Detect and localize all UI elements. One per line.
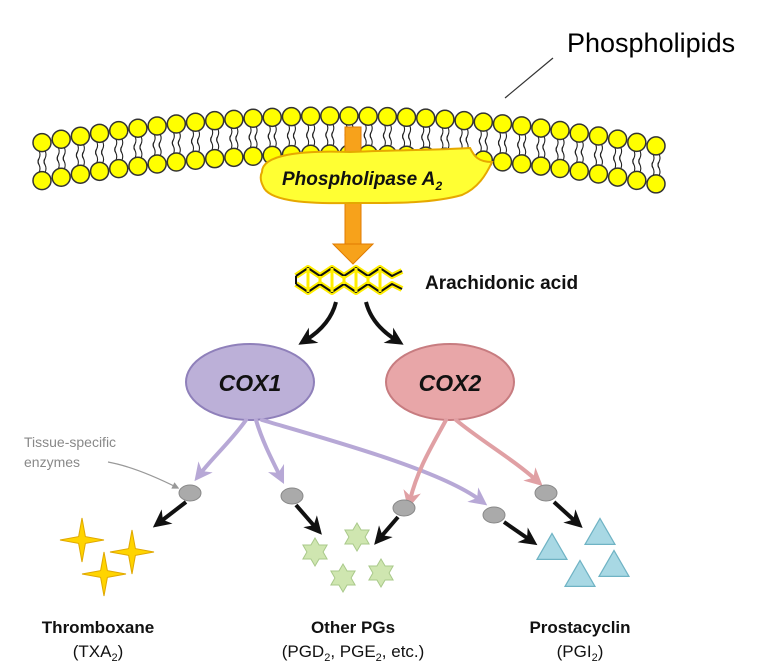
cox1-label: COX1: [219, 370, 282, 396]
lipid-head: [492, 152, 513, 172]
phospholipids-pointer: [504, 57, 554, 99]
lipid-head: [204, 148, 225, 169]
thromboxane-molecules: [59, 517, 155, 597]
cox2-arrows: [403, 418, 543, 509]
lipid-head: [281, 106, 302, 127]
other-pg-star: [330, 563, 356, 593]
lipid-head: [224, 109, 244, 130]
tissue-enzyme-dots: [178, 484, 558, 524]
lipid-head: [128, 156, 148, 176]
lipid-head: [185, 150, 206, 170]
prostacyclin-triangle: [597, 549, 631, 577]
arrow-to-cox1: [298, 301, 338, 345]
other-pg-star: [344, 522, 370, 552]
lipid-head: [627, 170, 647, 191]
other-pg-star: [368, 558, 394, 588]
other-pg-star: [302, 537, 328, 567]
other-pgs-abbr: (PGD2, PGE2, etc.): [282, 642, 425, 664]
lipid-head: [243, 108, 263, 128]
lipid-head: [32, 132, 52, 153]
product-arrows: [152, 500, 583, 546]
lipid-head: [32, 170, 52, 191]
enzyme-dot: [534, 484, 558, 502]
lipid-head: [89, 161, 110, 182]
lipid-head: [550, 120, 570, 141]
lipid-head: [569, 161, 589, 181]
lipid-head: [70, 126, 91, 146]
prostacyclin-molecules: [535, 517, 631, 587]
lipid-head: [473, 112, 494, 132]
arachidonic-acid-molecule: [294, 265, 404, 295]
lipid-head: [607, 167, 628, 187]
lipid-head: [588, 164, 609, 184]
lipid-head: [89, 123, 110, 144]
arrow-to-cox2: [364, 301, 404, 345]
cox1-arrows: [194, 418, 488, 506]
lipid-head: [204, 110, 225, 131]
lipid-head: [646, 174, 666, 194]
prostacyclin-triangle: [583, 517, 617, 545]
lipid-head: [300, 106, 321, 126]
lipid-head: [339, 106, 359, 126]
cox2-enzyme: COX2: [385, 343, 515, 421]
enzyme-dot: [392, 499, 416, 517]
lipid-head: [511, 154, 532, 174]
thromboxane-label: Thromboxane: [42, 618, 154, 637]
prostacyclin-label: Prostacyclin: [529, 618, 630, 637]
tissue-specific-label-line1: Tissue-specific: [24, 434, 116, 450]
thromboxane-star: [81, 551, 127, 597]
lipid-head: [109, 120, 129, 141]
lipid-head: [588, 126, 609, 146]
lipid-head: [531, 156, 551, 176]
lipid-head: [320, 106, 340, 126]
lipid-head: [262, 107, 282, 128]
prostacyclin-triangle: [535, 532, 569, 560]
thromboxane-abbr: (TXA2): [73, 642, 124, 664]
lipid-head: [646, 136, 666, 156]
lipid-head: [147, 154, 167, 174]
lipid-head: [607, 129, 628, 149]
lipid-head: [531, 118, 551, 138]
thromboxane-star: [59, 517, 105, 563]
lipid-head: [358, 106, 378, 126]
lipid-head: [550, 158, 570, 179]
lipid-head: [569, 123, 589, 143]
prostacyclin-triangle: [563, 559, 597, 587]
enzyme-dot: [482, 506, 506, 524]
prostacyclin-abbr: (PGI2): [557, 642, 604, 664]
tissue-specific-pointer: [107, 461, 180, 489]
enzyme-dot: [178, 484, 202, 502]
lipid-head: [185, 112, 206, 132]
other-pgs-label: Other PGs: [311, 618, 395, 637]
lipid-head: [166, 114, 187, 134]
lipid-head: [51, 129, 71, 150]
lipid-head: [51, 167, 71, 188]
lipid-head: [109, 158, 129, 179]
other-pgs-molecules: [302, 522, 394, 593]
phospholipase-a2: Phospholipase A2: [259, 146, 494, 205]
tissue-specific-label-line2: enzymes: [24, 454, 80, 470]
lipid-head: [147, 116, 167, 136]
lipid-head: [128, 118, 148, 138]
lipid-head: [396, 107, 417, 128]
lipid-head: [243, 146, 263, 166]
lipid-head: [492, 114, 513, 134]
lipid-head: [627, 132, 647, 153]
lipid-head: [70, 164, 91, 184]
lipid-head: [511, 116, 532, 136]
lipid-head: [224, 147, 244, 168]
lipid-head: [377, 106, 398, 127]
cox2-label: COX2: [419, 370, 482, 396]
lipid-head: [166, 152, 187, 172]
phospholipase-a2-label: Phospholipase A2: [282, 169, 442, 193]
phospholipids-label: Phospholipids: [567, 28, 735, 58]
cox1-enzyme: COX1: [185, 343, 315, 421]
lipid-head: [454, 110, 474, 131]
arachidonic-acid-label: Arachidonic acid: [425, 273, 578, 294]
lipid-head: [416, 108, 436, 128]
lipid-head: [435, 109, 455, 130]
enzyme-dot: [280, 487, 304, 505]
thromboxane-star: [109, 529, 155, 575]
